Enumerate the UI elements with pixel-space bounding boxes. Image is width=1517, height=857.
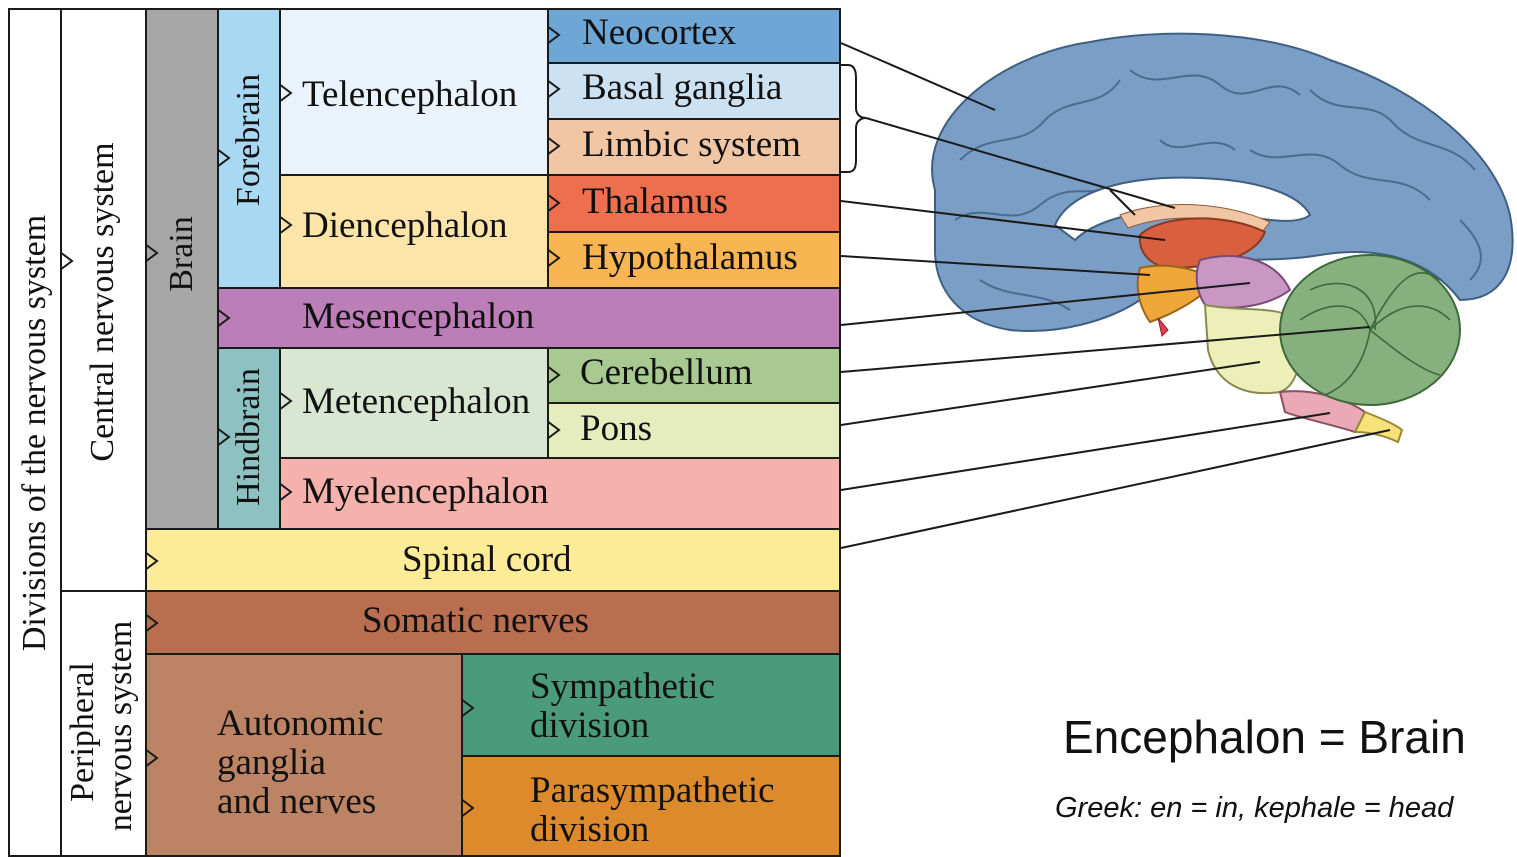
midbrain-shape bbox=[1197, 256, 1290, 308]
spinal-cord-shape bbox=[1355, 412, 1402, 442]
leader-neocortex bbox=[841, 43, 995, 110]
leader-pons bbox=[841, 362, 1260, 425]
leader-myelencephalon bbox=[841, 413, 1330, 490]
encephalon-caption: Encephalon = Brain bbox=[1063, 711, 1466, 763]
brain-sagittal-illustration bbox=[932, 34, 1512, 442]
etymology-caption: Greek: en = in, kephale = head bbox=[1055, 792, 1454, 824]
basal-limbic-bracket bbox=[841, 65, 866, 172]
pituitary-shape bbox=[1158, 318, 1168, 336]
